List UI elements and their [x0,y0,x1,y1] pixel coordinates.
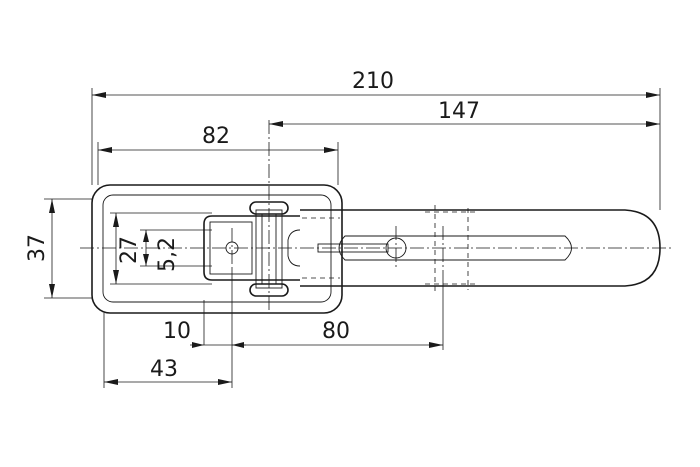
dim-slot-width: 5,2 [155,237,180,272]
keeper-body [91,184,343,314]
center-lines [80,120,672,312]
dim-keeper-height: 37 [25,234,50,262]
dim-mount-distance: 43 [150,357,178,382]
dim-hook-to-end: 147 [438,99,480,124]
dimension-labels: 210 147 82 37 27 5,2 10 80 43 [25,69,480,382]
dim-inner-height: 27 [117,236,142,264]
extension-lines [44,88,661,388]
dim-offset-small: 10 [163,319,191,344]
dim-keeper-length: 82 [202,124,230,149]
dim-overall-length: 210 [352,69,394,94]
dimension-lines [49,92,660,385]
latch-lever [300,205,661,292]
dim-pivot-distance: 80 [322,319,350,344]
